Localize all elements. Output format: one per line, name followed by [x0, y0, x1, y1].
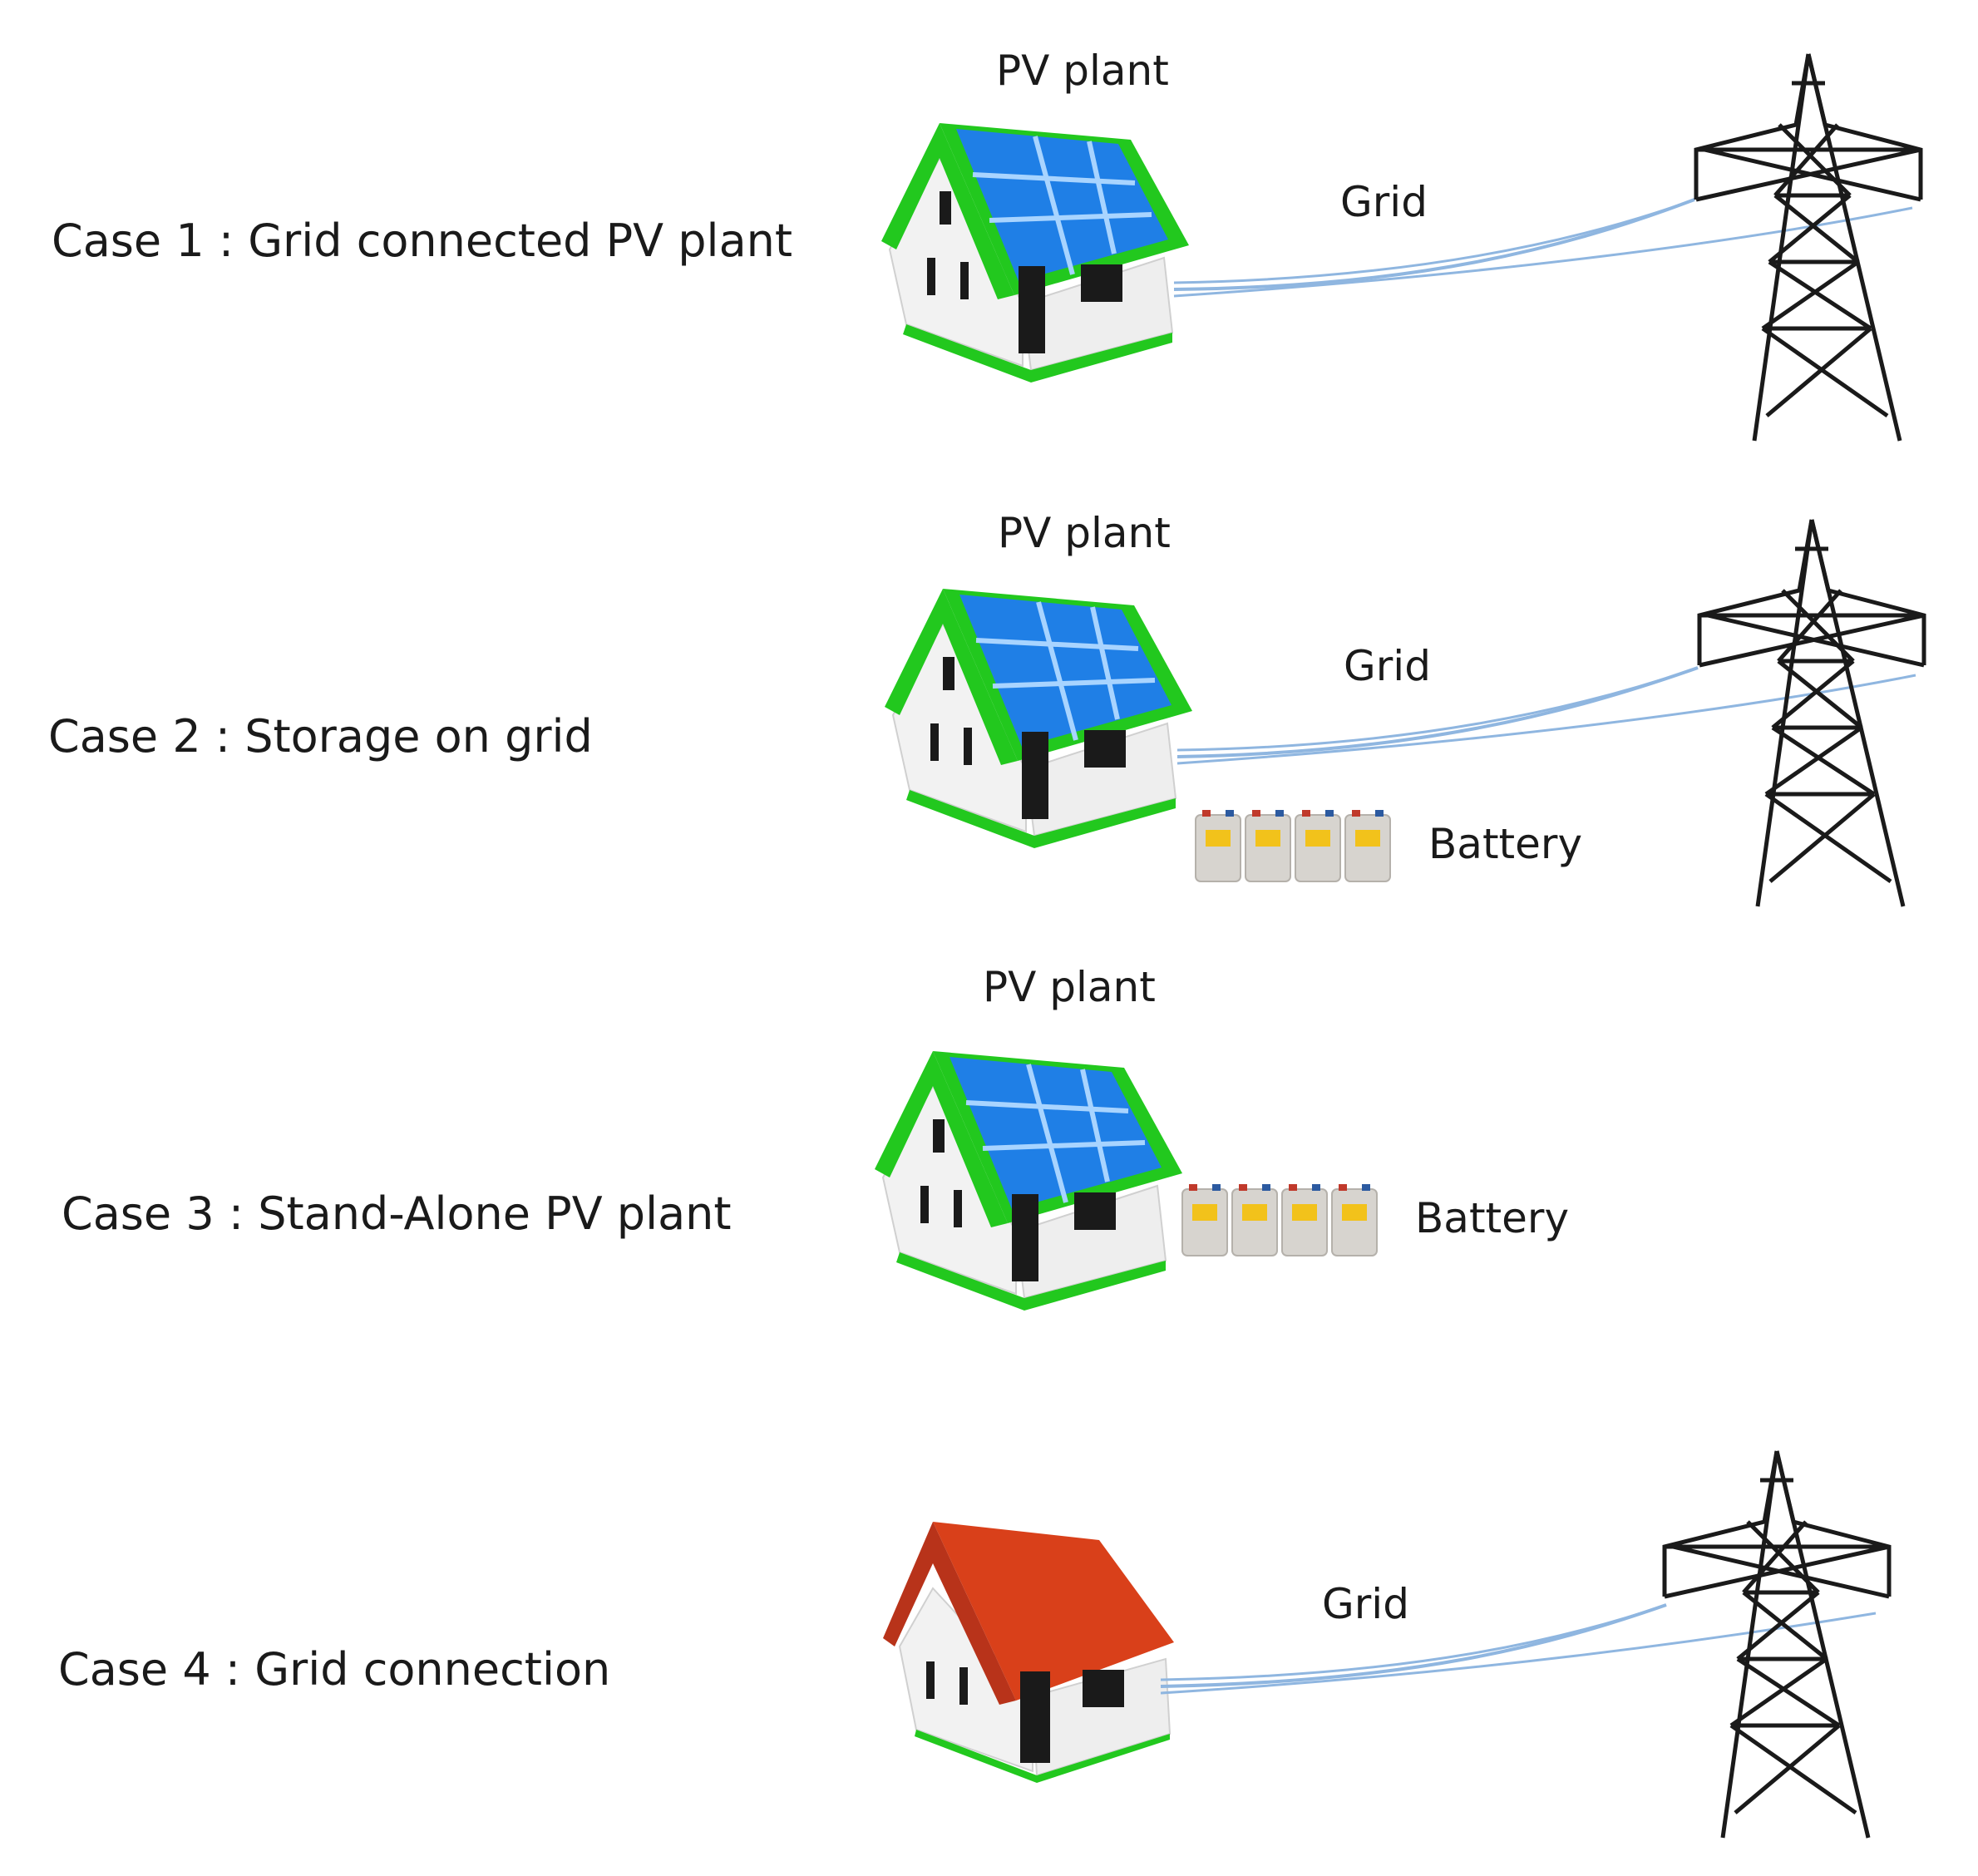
case-3-pv-plant-label: PV plant — [983, 963, 1156, 1011]
battery-icon — [1181, 1184, 1378, 1256]
transmission-tower-icon — [1694, 53, 1923, 442]
case-1-pv-plant-label: PV plant — [996, 47, 1169, 95]
case-1-grid-label: Grid — [1340, 178, 1428, 226]
case-4-row: Case 4 : Grid connection Grid — [0, 1380, 1978, 1876]
transmission-tower-icon — [1697, 519, 1926, 907]
grid-cable — [1176, 666, 1699, 752]
case-3-battery-label: Battery — [1415, 1194, 1570, 1242]
case-4-grid-label: Grid — [1322, 1580, 1409, 1628]
case-2-grid-label: Grid — [1344, 642, 1431, 690]
case-2-pv-plant-label: PV plant — [998, 509, 1171, 557]
case-2-row: Case 2 : Storage on grid PV plant Grid B… — [0, 466, 1978, 915]
grid-cable — [1176, 674, 1916, 765]
case-1-scene — [881, 53, 1923, 442]
house-icon — [883, 1522, 1174, 1783]
case-4-label: Case 4 : Grid connection — [58, 1643, 611, 1696]
case-3-label: Case 3 : Stand-Alone PV plant — [62, 1187, 732, 1240]
solar-house-icon — [885, 589, 1192, 848]
solar-house-icon — [881, 123, 1189, 383]
case-1-label: Case 1 : Grid connected PV plant — [52, 215, 793, 267]
grid-cable — [1173, 198, 1695, 291]
grid-cable — [1173, 198, 1695, 284]
transmission-tower-icon — [1662, 1450, 1892, 1839]
grid-cable — [1173, 206, 1913, 298]
battery-icon — [1195, 810, 1391, 882]
case-3-scene — [875, 1051, 1378, 1311]
case-2-label: Case 2 : Storage on grid — [48, 710, 593, 763]
case-4-scene — [883, 1450, 1892, 1839]
grid-cable — [1160, 1612, 1877, 1695]
case-1-row: Case 1 : Grid connected PV plant PV plan… — [0, 0, 1978, 466]
solar-house-icon — [875, 1051, 1182, 1311]
grid-cable — [1176, 666, 1699, 758]
grid-cable — [1160, 1603, 1667, 1681]
case-2-scene — [885, 519, 1926, 907]
case-3-row: Case 3 : Stand-Alone PV plant PV plant B… — [0, 915, 1978, 1380]
case-2-battery-label: Battery — [1428, 820, 1583, 868]
